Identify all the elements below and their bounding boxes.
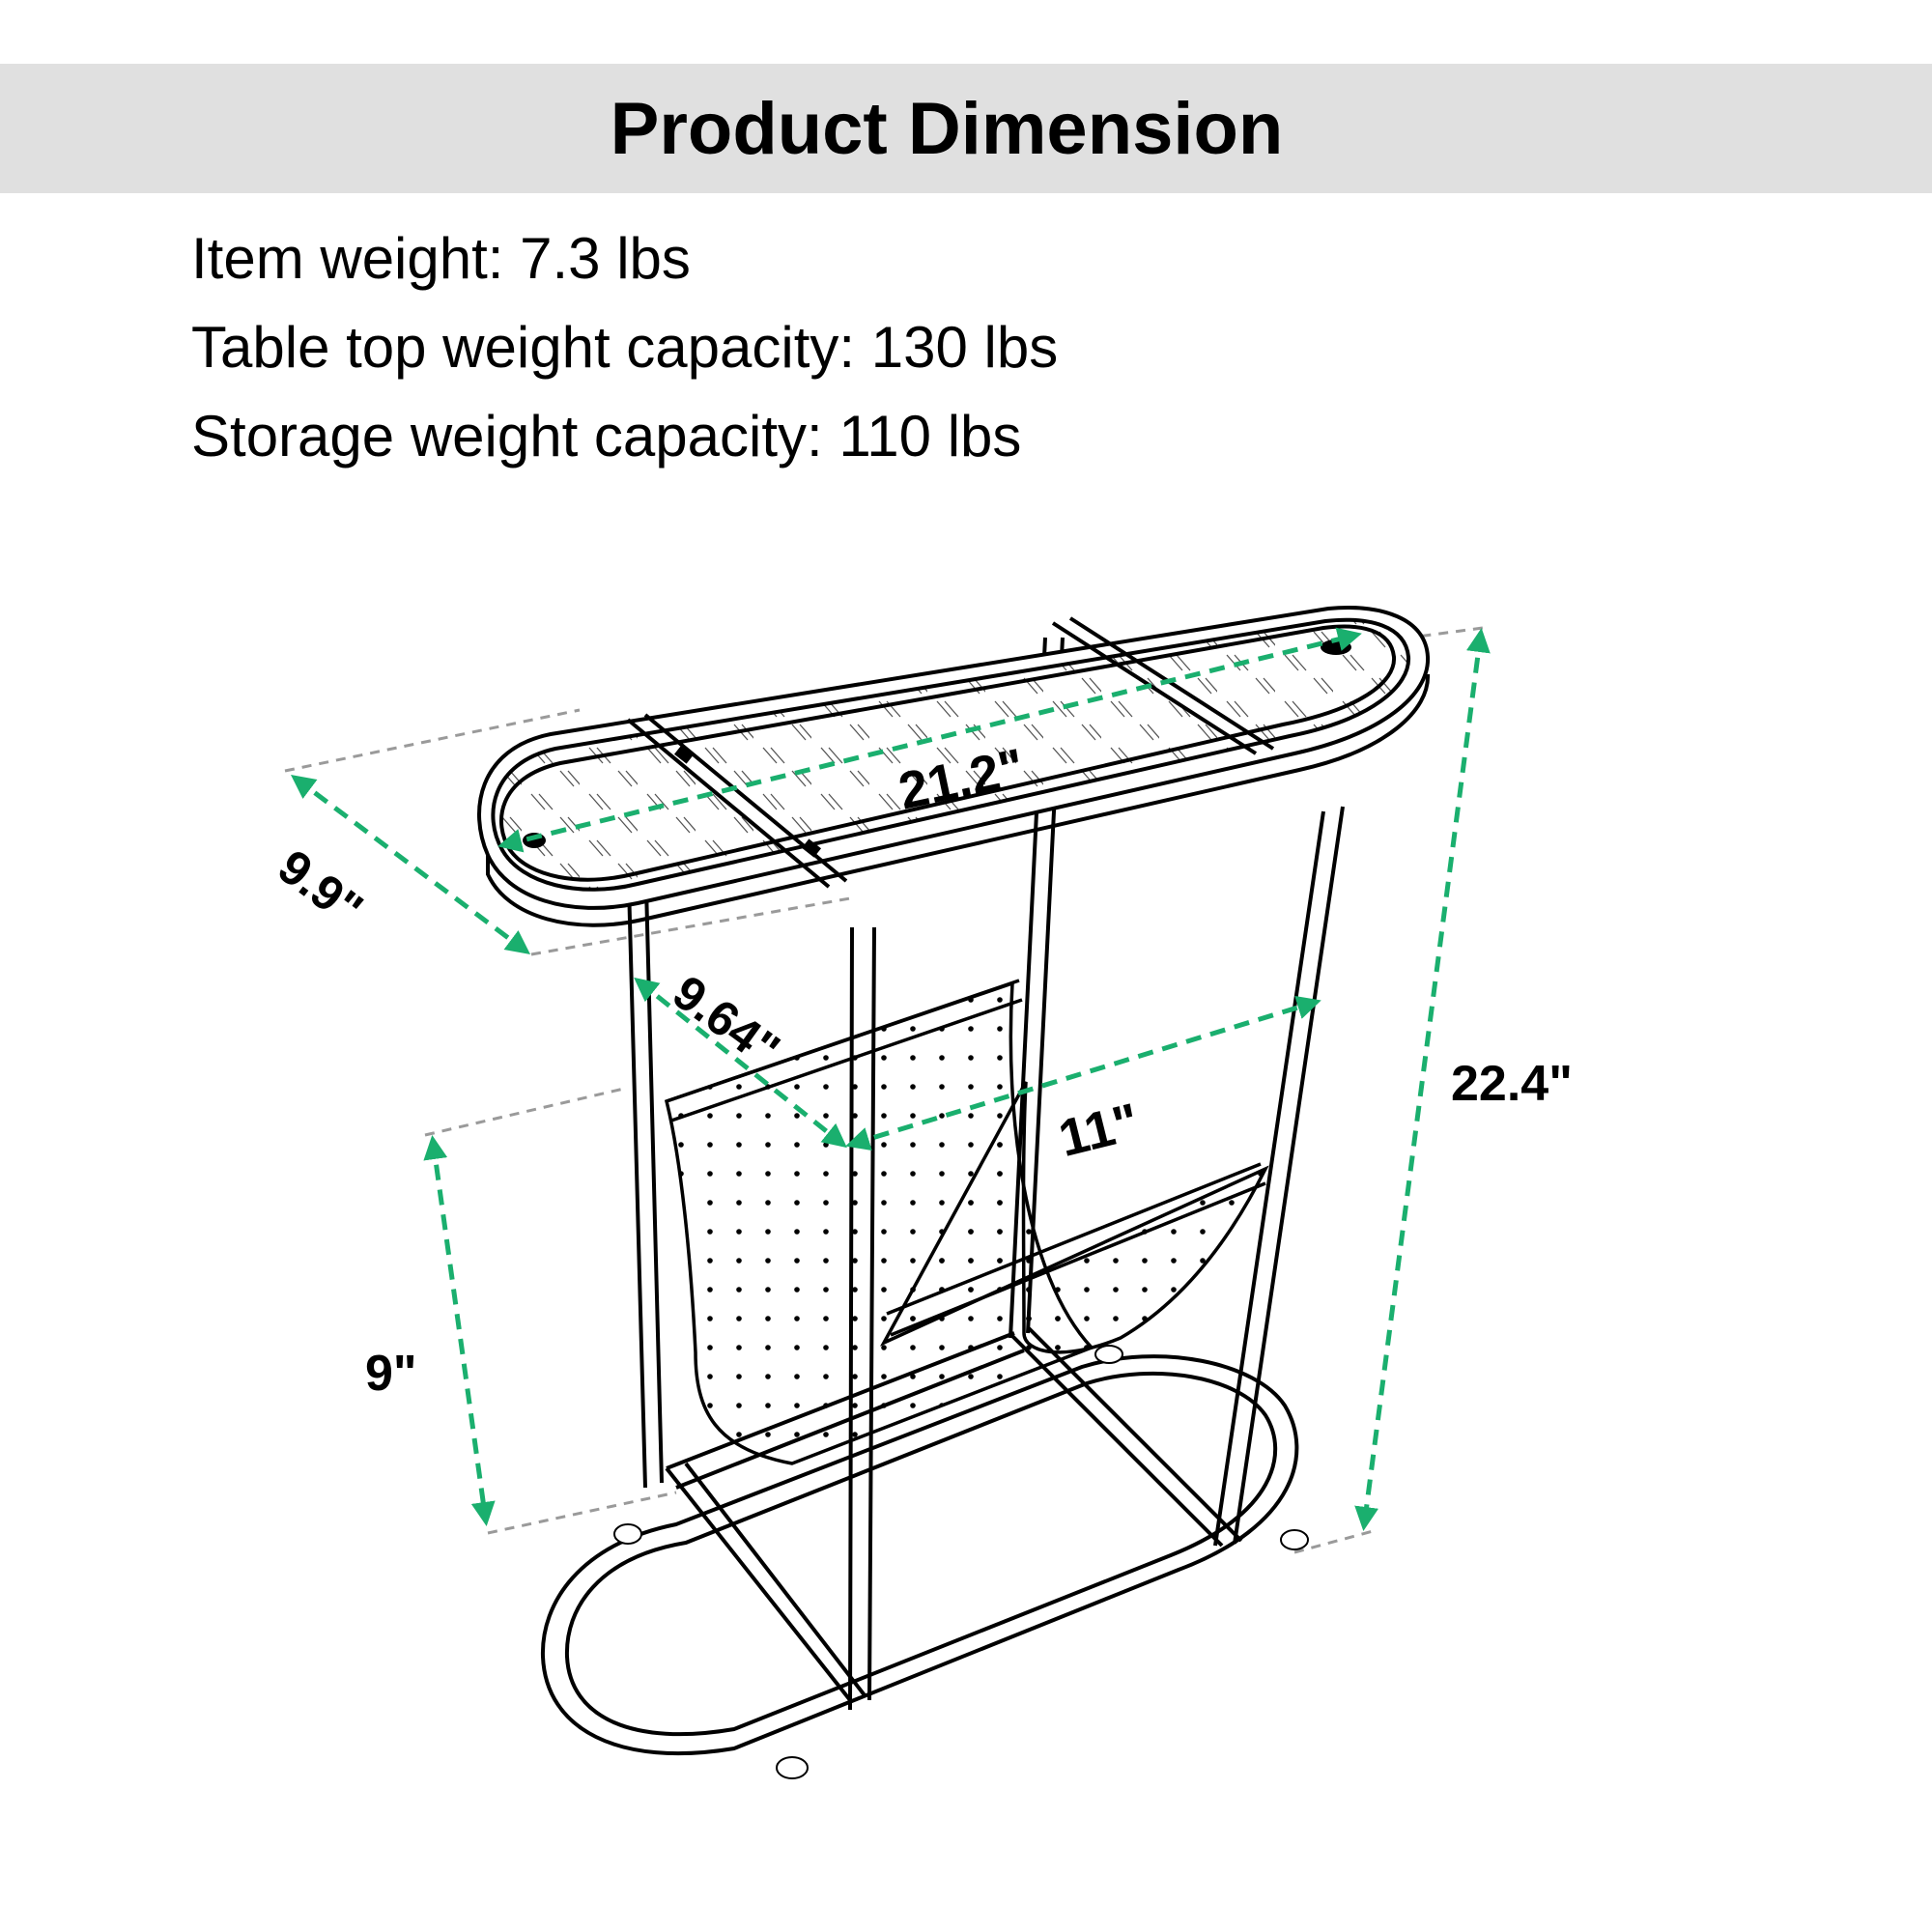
depth-arrow	[291, 775, 530, 954]
inner-width-arrow	[845, 995, 1321, 1151]
spec-item-weight: Item weight: 7.3 lbs	[191, 226, 691, 291]
storage-height-arrow	[423, 1135, 496, 1526]
height-label: 22.4"	[1451, 1056, 1573, 1112]
legs	[626, 637, 1345, 1711]
storage-height-label: 9"	[365, 1346, 417, 1402]
dimension-arrows	[291, 627, 1491, 1531]
spec-storage-capacity: Storage weight capacity: 110 lbs	[191, 404, 1022, 469]
page-title: Product Dimension	[610, 87, 1284, 170]
header-band: Product Dimension	[0, 64, 1932, 193]
specifications-list: Item weight: 7.3 lbs Table top weight ca…	[191, 214, 1058, 481]
spec-tabletop-capacity: Table top weight capacity: 130 lbs	[191, 315, 1059, 380]
inner-depth-arrow	[634, 977, 847, 1149]
leveling-feet	[613, 1345, 1309, 1779]
length-arrow	[497, 627, 1362, 853]
